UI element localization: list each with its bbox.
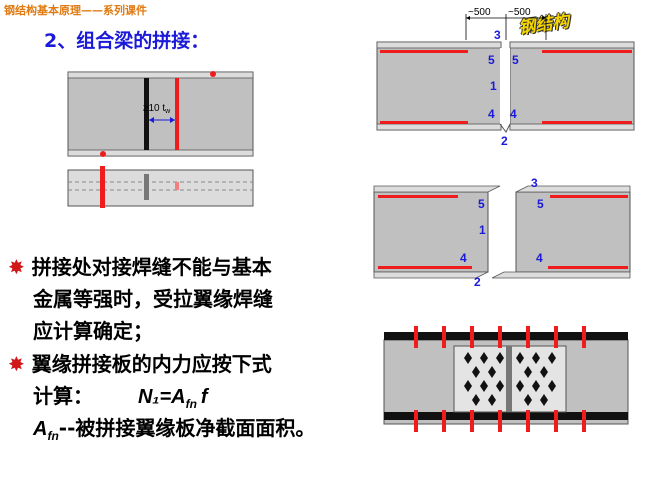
label-4-right: 4: [536, 251, 543, 265]
label-5-right: 5: [512, 53, 519, 67]
label-2: 2: [501, 134, 508, 148]
label-3-top: 3: [531, 176, 538, 190]
left-beam-elevation: [67, 71, 254, 157]
definition: Afn--被拼接翼缘板净截面面积。: [33, 416, 316, 443]
label-1: 1: [479, 223, 486, 237]
bullet-2: ✸ 翼缘拼接板的内力应按下式: [8, 352, 272, 376]
label-5-right: 5: [537, 197, 544, 211]
right-top-splice: [376, 14, 635, 133]
label-3-top: 3: [494, 28, 501, 42]
label-5-left: 5: [478, 197, 485, 211]
asterisk-icon: ✸: [8, 352, 25, 376]
label-5-left: 5: [488, 53, 495, 67]
bullet-1-line-2: 金属等强时，受拉翼缘焊缝: [33, 287, 273, 311]
label-1: 1: [490, 79, 497, 93]
label-2: 2: [474, 275, 481, 289]
section-heading: 2、组合梁的拼接：: [44, 30, 210, 52]
label-4-left: 4: [460, 251, 467, 265]
label-4-right: 4: [510, 107, 517, 121]
bullet-1-line-3: 应计算确定；: [33, 319, 153, 343]
left-beam-plan: [67, 166, 254, 208]
asterisk-icon: ✸: [8, 255, 25, 279]
label-4-left: 4: [488, 107, 495, 121]
weld-distance-label: ≥10 tw: [143, 103, 171, 115]
bullet-1: ✸ 拼接处对接焊缝不能与基本: [8, 255, 272, 279]
right-bottom-bolted-splice: [383, 326, 629, 432]
right-mid-splice: [373, 185, 631, 279]
dimension-left: ~500: [468, 7, 491, 18]
dimension-right: ~500: [508, 7, 531, 18]
course-title: 钢结构基本原理——系列课件: [4, 4, 147, 17]
